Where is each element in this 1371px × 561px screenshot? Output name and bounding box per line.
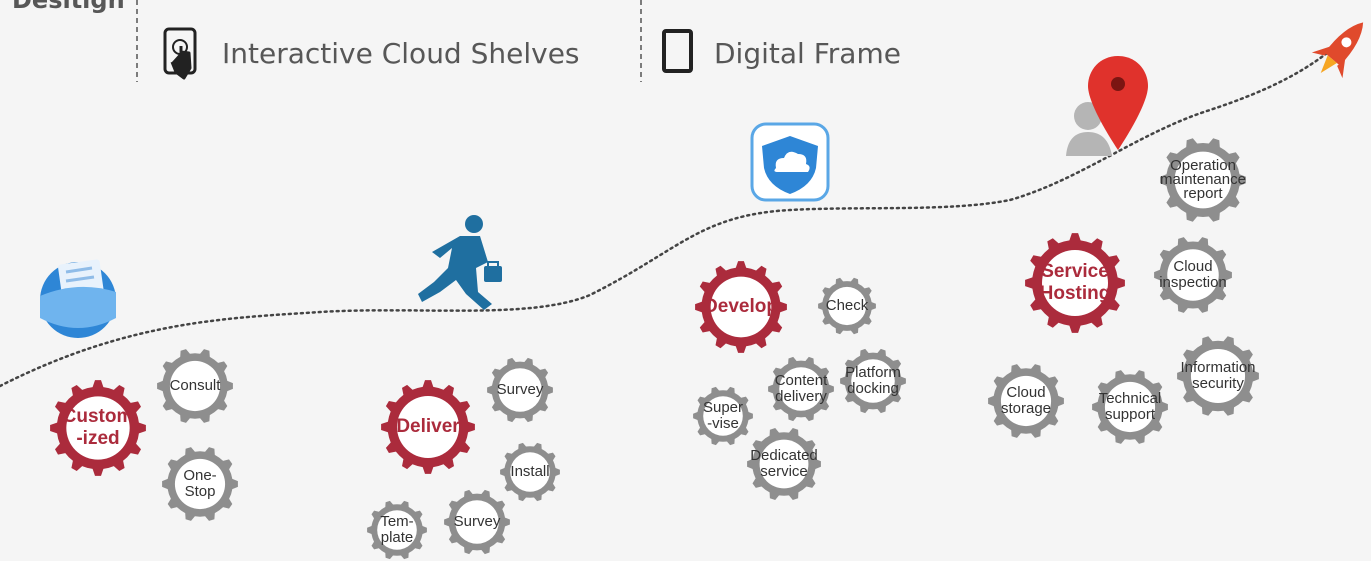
stage-title-line: Deliver — [396, 416, 460, 437]
gear-label-line: One- — [183, 467, 216, 484]
stage-title-line: Hosting — [1040, 283, 1111, 304]
rocket-icon — [1311, 22, 1364, 79]
folder-icon — [40, 259, 116, 338]
gear-label-line: maintenance — [1160, 171, 1246, 188]
gear-face — [174, 458, 226, 510]
gear-label-line: -vise — [707, 415, 739, 432]
gear-face — [510, 452, 550, 492]
gear-label-line: Dedicated — [750, 447, 818, 464]
gear-label-line: docking — [847, 380, 899, 397]
header-item-label: Interactive Cloud Shelves — [222, 37, 580, 70]
gear-deliver-1: Install — [500, 442, 560, 502]
gear-face — [759, 439, 809, 489]
map-pin-icon — [1088, 56, 1148, 150]
gear-label-line: Tem- — [380, 513, 413, 530]
gear-label-line: Survey — [454, 513, 501, 530]
gear-face — [455, 500, 499, 544]
cut-off-heading: Desitign — [12, 0, 125, 14]
gear-develop-0: Check — [818, 277, 876, 335]
gear-face — [1190, 348, 1246, 404]
gear-label-line: support — [1105, 406, 1156, 423]
gear-deliver-3: Tem-plate — [367, 500, 427, 560]
gear-label-line: Technical — [1099, 390, 1162, 407]
gear-label-line: Check — [826, 297, 869, 314]
gear-customized-1: One-Stop — [162, 447, 238, 521]
tablet-touch-icon — [163, 27, 197, 80]
gear-label-line: Operation — [1170, 157, 1236, 174]
gear-label-line: delivery — [775, 388, 827, 405]
gear-label-line: Information — [1180, 359, 1255, 376]
gear-face — [710, 276, 772, 338]
gear-label-line: inspection — [1159, 274, 1227, 291]
gear-face — [703, 396, 743, 436]
gear-label-line: Cloud — [1173, 258, 1212, 275]
gear-face — [66, 396, 130, 460]
gear-clusters: ConsultOne-StopCustom-izedSurveyInstallS… — [50, 138, 1259, 560]
gear-face — [169, 360, 221, 412]
gear-label-line: Install — [510, 463, 549, 480]
gear-face — [1104, 381, 1156, 433]
stage-title-line: Develop — [704, 296, 778, 317]
gear-label-line: storage — [1001, 400, 1051, 417]
header-item-label: Digital Frame — [714, 37, 901, 70]
gear-face — [1042, 250, 1108, 316]
gear-customized-0: Consult — [157, 349, 233, 423]
gear-develop-3: Super-vise — [693, 386, 753, 446]
gear-label-line: service — [760, 463, 808, 480]
progress-path — [0, 36, 1347, 388]
gear-face — [498, 368, 542, 412]
gear-label-line: report — [1183, 185, 1223, 202]
stage-title-line: -ized — [76, 428, 119, 449]
running-businessman-icon — [418, 215, 502, 310]
gear-label-line: Content — [775, 372, 828, 389]
gear-label-line: Cloud — [1006, 384, 1045, 401]
gear-face — [377, 510, 417, 550]
stage-title-line: Service — [1041, 261, 1109, 282]
gear-label-line: plate — [381, 529, 414, 546]
gear-label-line: Survey — [497, 381, 544, 398]
stage-gear-deliver: Deliver — [381, 380, 475, 474]
gear-face — [1167, 249, 1219, 301]
gear-label-line: security — [1192, 375, 1244, 392]
gear-face — [1174, 151, 1232, 209]
cloud-shield-icon — [750, 122, 830, 202]
gear-face — [1000, 375, 1052, 427]
stage-gear-customized: Custom-ized — [50, 380, 146, 476]
stage-gear-develop: Develop — [695, 261, 787, 353]
gear-deliver-2: Survey — [444, 489, 510, 555]
gear-label-line: Consult — [170, 377, 222, 394]
gear-face — [396, 395, 460, 459]
gear-face — [851, 359, 895, 403]
stage-title-line: Custom — [63, 406, 134, 427]
gear-label-line: Stop — [185, 483, 216, 500]
gear-label-line: Platform — [845, 364, 901, 381]
gear-face — [827, 286, 867, 326]
gear-deliver-0: Survey — [487, 357, 553, 423]
frame-icon — [662, 29, 693, 73]
gear-face — [779, 367, 823, 411]
gear-label-line: Super — [703, 399, 743, 416]
